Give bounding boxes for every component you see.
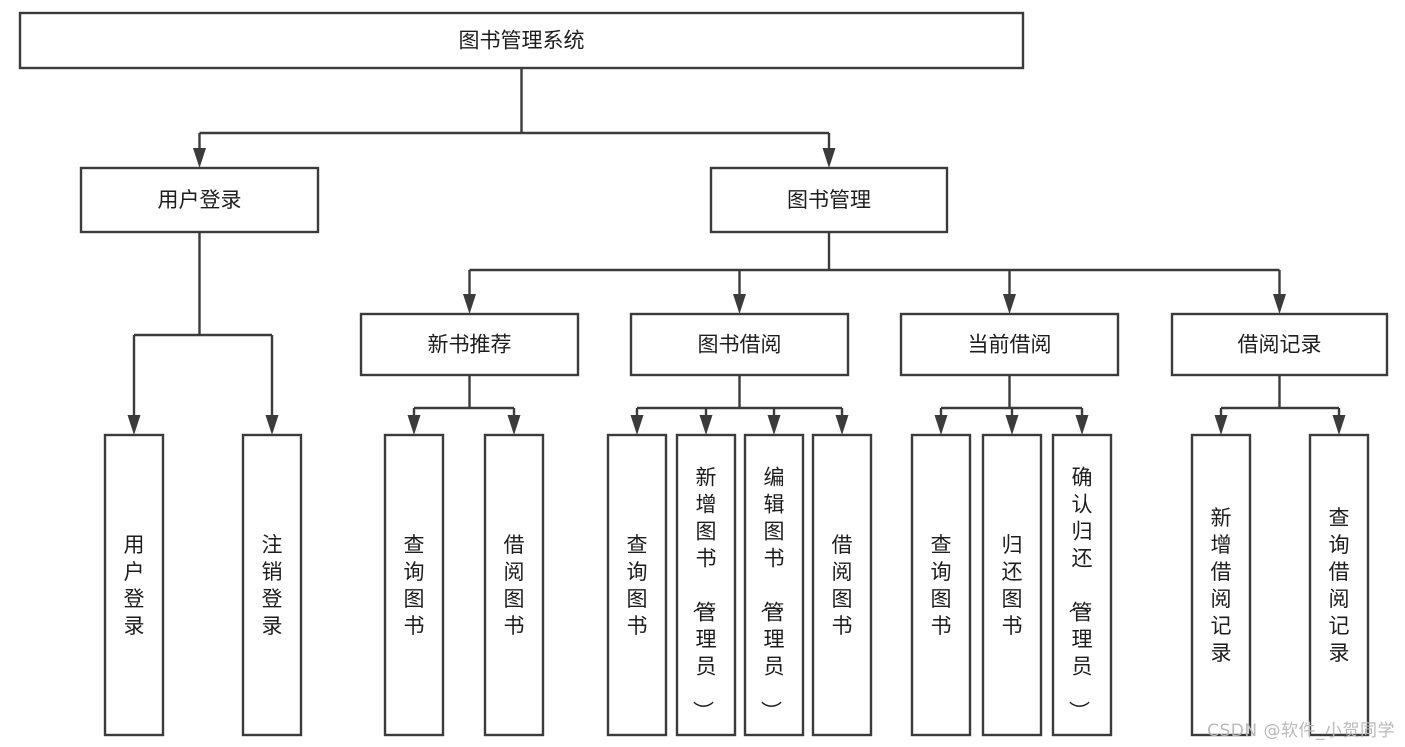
node-leaf-bb-borrow[interactable]: 借阅图书: [811, 433, 873, 737]
node-label: 确认归还（管理员）: [1067, 466, 1093, 722]
node-label: 当前借阅: [968, 333, 1052, 357]
arrowhead-icon: [822, 148, 836, 168]
node-label: 用户登录: [158, 188, 242, 212]
node-box[interactable]: [103, 433, 165, 737]
node-label: 借阅图书: [504, 533, 525, 638]
nodes-layer: 图书管理系统用户登录图书管理新书推荐图书借阅当前借阅借阅记录用户登录注销登录查询…: [18, 11, 1389, 737]
node-leaf-cb-confirm[interactable]: 确认归还（管理员）: [1051, 433, 1113, 737]
arrowhead-icon: [265, 415, 279, 435]
node-box[interactable]: [79, 166, 320, 234]
node-box[interactable]: [18, 11, 1025, 70]
arrowhead-icon: [835, 415, 849, 435]
edge-group-user-login: [127, 232, 279, 435]
node-leaf-rec-borrow[interactable]: 借阅图书: [483, 433, 545, 737]
node-label: 图书管理: [787, 188, 871, 212]
node-label: 图书管理系统: [459, 29, 585, 53]
node-box[interactable]: [606, 433, 668, 737]
node-box[interactable]: [709, 166, 949, 234]
node-label: 新书推荐: [428, 333, 512, 357]
node-label: 新增图书（管理员）: [691, 466, 717, 722]
node-label: 编辑图书（管理员）: [759, 466, 785, 722]
arrowhead-icon: [699, 415, 713, 435]
arrowhead-icon: [1273, 294, 1286, 314]
arrowhead-icon: [507, 415, 521, 435]
edge-group-borrow-record: [1214, 375, 1346, 435]
arrowhead-icon: [767, 415, 781, 435]
node-user-login[interactable]: 用户登录: [79, 166, 320, 234]
node-leaf-br-query[interactable]: 查询借阅记录: [1308, 433, 1370, 737]
node-box[interactable]: [1190, 433, 1252, 737]
node-label: 查询图书: [404, 533, 425, 638]
node-box[interactable]: [483, 433, 545, 737]
edge-group-new-book-rec: [407, 375, 521, 435]
node-box[interactable]: [811, 433, 873, 737]
arrowhead-icon: [127, 415, 141, 435]
node-root[interactable]: 图书管理系统: [18, 11, 1025, 70]
node-label: 归还图书: [1002, 533, 1023, 638]
edge-group-root: [193, 68, 836, 168]
node-leaf-br-add[interactable]: 新增借阅记录: [1190, 433, 1252, 737]
node-leaf-cb-return[interactable]: 归还图书: [981, 433, 1043, 737]
node-leaf-cb-query[interactable]: 查询图书: [910, 433, 972, 737]
node-box[interactable]: [1308, 433, 1370, 737]
csdn-watermark: CSDN @软件_小贺同学: [1207, 721, 1395, 741]
node-box[interactable]: [675, 433, 737, 737]
node-leaf-user-login[interactable]: 用户登录: [103, 433, 165, 737]
node-label: 借阅记录: [1238, 333, 1322, 357]
node-box[interactable]: [1051, 433, 1113, 737]
edge-group-book-manage: [463, 232, 1286, 314]
arrowhead-icon: [1075, 415, 1089, 435]
arrowhead-icon: [1214, 415, 1228, 435]
arrowhead-icon: [630, 415, 644, 435]
node-box[interactable]: [899, 312, 1120, 377]
node-box[interactable]: [1170, 312, 1389, 377]
arrowhead-icon: [463, 294, 476, 314]
arrowhead-icon: [407, 415, 421, 435]
node-leaf-bb-edit[interactable]: 编辑图书（管理员）: [743, 433, 805, 737]
node-leaf-bb-add[interactable]: 新增图书（管理员）: [675, 433, 737, 737]
node-label: 查询图书: [931, 533, 952, 638]
node-leaf-bb-query[interactable]: 查询图书: [606, 433, 668, 737]
node-label: 查询图书: [627, 533, 648, 638]
arrowhead-icon: [1003, 294, 1016, 314]
node-box[interactable]: [629, 312, 850, 377]
arrowhead-icon: [193, 148, 206, 168]
node-label: 查询借阅记录: [1329, 506, 1350, 665]
node-label: 图书借阅: [698, 333, 782, 357]
node-new-book-rec[interactable]: 新书推荐: [359, 312, 580, 377]
node-label: 新增借阅记录: [1211, 506, 1232, 665]
node-label: 注销登录: [262, 533, 283, 638]
node-label: 借阅图书: [832, 533, 853, 638]
node-label: 用户登录: [124, 533, 145, 638]
node-box[interactable]: [383, 433, 445, 737]
arrowhead-icon: [733, 294, 746, 314]
node-box[interactable]: [241, 433, 303, 737]
edge-group-current-borrow: [934, 375, 1089, 435]
node-leaf-rec-query[interactable]: 查询图书: [383, 433, 445, 737]
node-current-borrow[interactable]: 当前借阅: [899, 312, 1120, 377]
node-box[interactable]: [981, 433, 1043, 737]
node-book-manage[interactable]: 图书管理: [709, 166, 949, 234]
arrowhead-icon: [1332, 415, 1346, 435]
arrowhead-icon: [934, 415, 948, 435]
edge-group-book-borrow: [630, 375, 849, 435]
node-box[interactable]: [359, 312, 580, 377]
node-box[interactable]: [743, 433, 805, 737]
node-leaf-logout[interactable]: 注销登录: [241, 433, 303, 737]
node-box[interactable]: [910, 433, 972, 737]
arrowhead-icon: [1005, 415, 1019, 435]
node-borrow-record[interactable]: 借阅记录: [1170, 312, 1389, 377]
node-book-borrow[interactable]: 图书借阅: [629, 312, 850, 377]
edges-layer: [127, 68, 1346, 435]
